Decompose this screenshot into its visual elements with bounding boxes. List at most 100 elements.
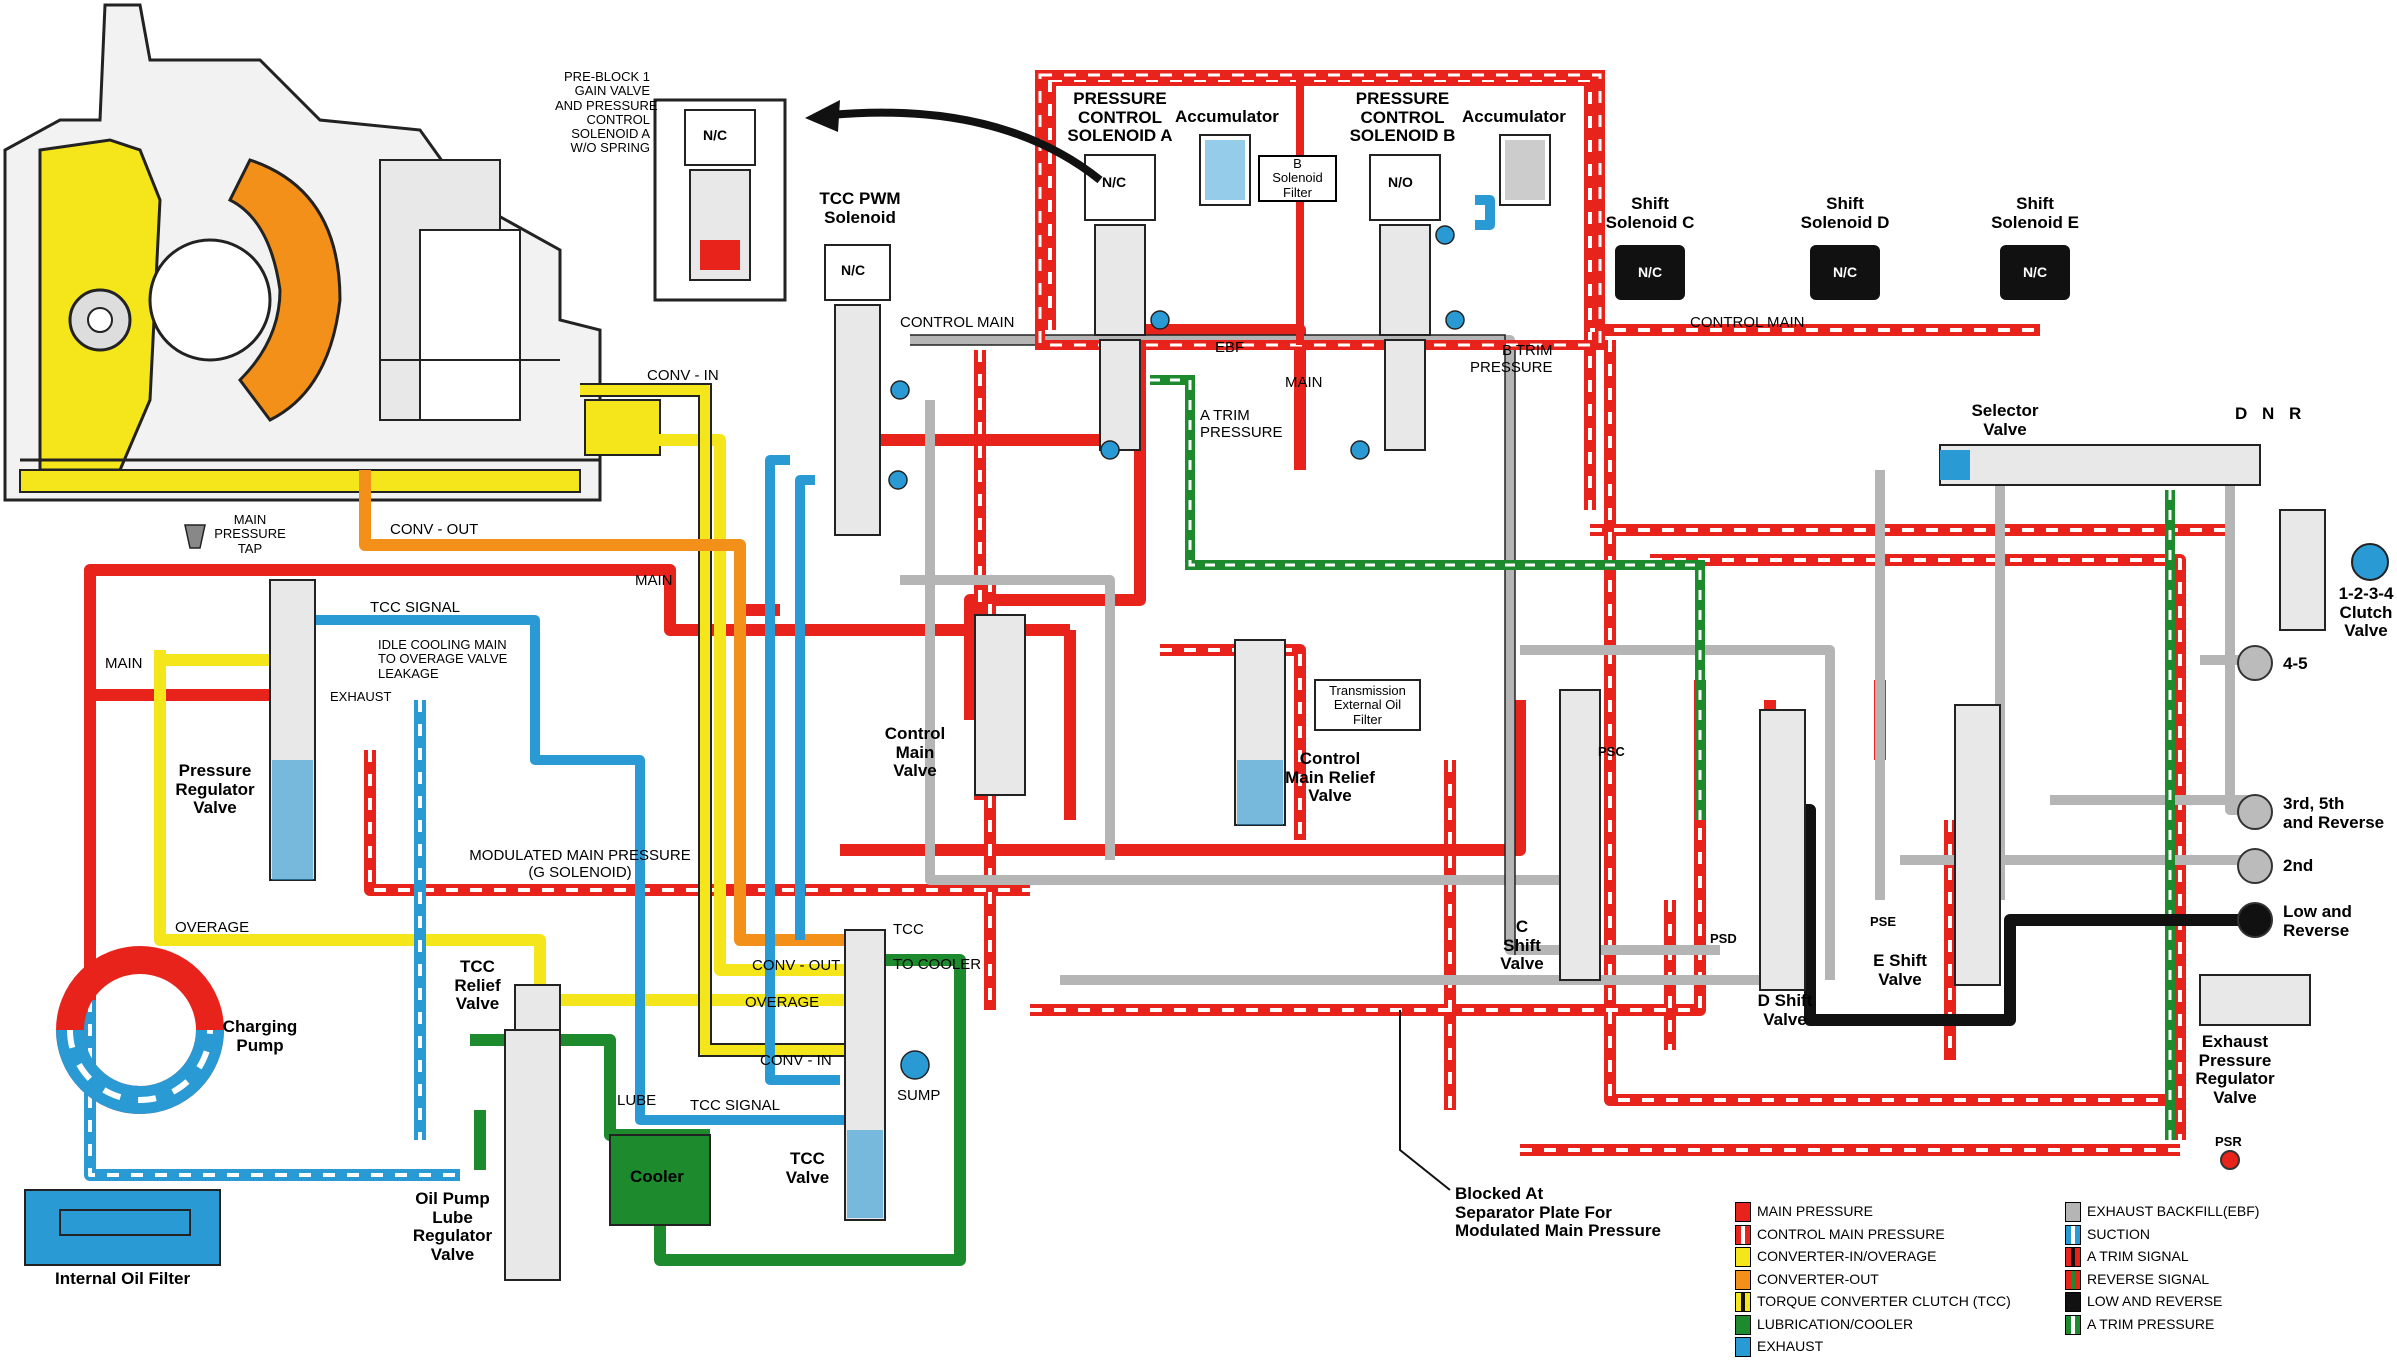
callout-arrowhead [805, 100, 840, 132]
transmission-cutaway [3, 3, 661, 502]
tcc-pwm-nc-label: N/C [841, 262, 866, 278]
psr-label: PSR [2215, 1134, 2242, 1149]
converter-in-outline [580, 383, 860, 1057]
overage-label-right: OVERAGE [745, 994, 820, 1011]
to-cooler-label: TO COOLER [893, 956, 982, 973]
conv-in-label-top: CONV - IN [647, 367, 719, 384]
legend-label: CONVERTER-IN/OVERAGE [1757, 1248, 1937, 1264]
exhaust-bulbs [888, 225, 1465, 1080]
internal-filter-label: Internal Oil Filter [55, 1269, 191, 1288]
converter-out-lines [359, 470, 850, 946]
tcc-signal-label-top: TCC SIGNAL [370, 599, 461, 616]
legend-swatch [1735, 1314, 1751, 1335]
psc-label: PSC [1598, 744, 1625, 759]
legend-swatch [2065, 1292, 2081, 1312]
pcs-a-box [1035, 70, 1605, 350]
legend-label: LOW AND REVERSE [2087, 1293, 2223, 1309]
legend-swatch [1735, 1337, 1751, 1357]
legend-swatch [1735, 1202, 1751, 1222]
tcc-signal-label-bot: TCC SIGNAL [690, 1097, 781, 1114]
pcs-a-nc-label: N/C [1102, 174, 1127, 190]
shift-e-solenoid: N/C [2000, 245, 2070, 300]
out-45-label: 4-5 [2283, 654, 2308, 673]
legend-label: MAIN PRESSURE [1757, 1203, 1873, 1219]
preblock-nc-label: N/C [703, 127, 728, 143]
accumulator-b-label: Accumulator [1462, 107, 1566, 126]
main-label-mid: MAIN [635, 572, 673, 589]
legend-label: CONTROL MAIN PRESSURE [1757, 1225, 1945, 1242]
pcs-b-no-label: N/O [1388, 174, 1413, 190]
conv-out-label-top: CONV - OUT [390, 521, 479, 538]
legend: MAIN PRESSURE CONTROL MAIN PRESSURE CONVER… [1735, 1202, 2375, 1362]
blocked-leader [1399, 1010, 1451, 1191]
accumulator-a-label: Accumulator [1175, 107, 1279, 126]
legend-label: SUCTION [2087, 1225, 2150, 1242]
main-label-left: MAIN [105, 655, 143, 672]
main-label-top: MAIN [1285, 374, 1323, 391]
legend-swatch [1735, 1269, 1751, 1290]
exhaust-label-top: EXHAUST [330, 689, 392, 704]
legend-swatch [2065, 1224, 2081, 1245]
legend-label: TORQUE CONVERTER CLUTCH (TCC) [1757, 1293, 2011, 1309]
legend-label: EXHAUST BACKFILL(EBF) [2087, 1203, 2260, 1219]
control-main-label-1: CONTROL MAIN [900, 314, 1015, 331]
a-trim-lines [1150, 375, 2175, 1140]
pse-label: PSE [1870, 914, 1897, 929]
legend-swatch [2065, 1314, 2081, 1335]
modulated-main-label: MODULATED MAIN PRESSURE(G SOLENOID) [469, 847, 691, 881]
tcc-label: TCC [893, 921, 924, 938]
lube-label: LUBE [617, 1092, 657, 1109]
out-2nd-label: 2nd [2283, 856, 2314, 875]
legend-swatch [2065, 1269, 2081, 1290]
exhaust-lines [300, 195, 1495, 1125]
valve-bodies [24, 98, 2389, 1281]
callout-arrow [829, 108, 1103, 184]
ebf-label: EBF [1215, 339, 1245, 356]
legend-label: A TRIM SIGNAL [2087, 1248, 2189, 1264]
converter-in-lines [154, 384, 860, 1056]
legend-swatch [2065, 1202, 2081, 1222]
shift-d-solenoid: N/C [1810, 245, 1880, 300]
legend-label: CONVERTER-OUT [1757, 1270, 1879, 1287]
cooler-box [609, 1134, 711, 1226]
legend-label: LUBRICATION/COOLER [1757, 1315, 1914, 1332]
legend-label: REVERSE SIGNAL [2087, 1270, 2210, 1287]
sump-label: SUMP [897, 1087, 941, 1104]
legend-label: EXHAUST [1757, 1338, 1824, 1354]
control-main-label-2: CONTROL MAIN [1690, 314, 1805, 331]
legend-swatch [1735, 1224, 1751, 1245]
overage-label-left: OVERAGE [175, 919, 250, 936]
shift-c-solenoid: N/C [1615, 245, 1685, 300]
psd-label: PSD [1710, 931, 1737, 946]
legend-label: A TRIM PRESSURE [2087, 1315, 2215, 1332]
